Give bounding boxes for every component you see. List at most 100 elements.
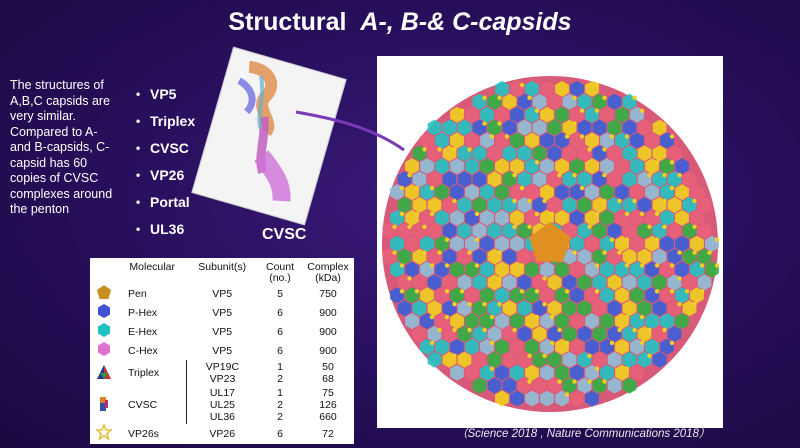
header-subunits: Subunit(s) [198,261,247,273]
bullet-item: • UL36 [136,215,195,242]
subunit-cell-value: VP26 [209,427,236,440]
molecule-name: CVSC [128,399,158,411]
table-row: E-Hex VP5 6 900 [90,322,354,341]
subunit-cell-value: VP19C [205,361,240,373]
complex-cell: 750 [302,284,354,303]
bullet-label: CVSC [150,139,189,156]
bullet-label: VP5 [150,85,177,102]
complex-cell-value: 126 [319,399,337,411]
subunit-cell: VP5 [186,284,258,303]
header-count: Count (no.) [265,261,295,284]
cvsc-structure-image [191,46,347,226]
bullet-item: • VP26 [136,161,195,188]
count-cell-value: 6 [277,427,283,440]
subunit-cell-value: VP5 [212,306,233,319]
hexagon-icon [98,304,110,318]
complex-cell-value: 900 [319,344,337,357]
capsid-structure-image [377,56,723,428]
subunit-cell: VP26 [186,424,258,443]
complex-cell: 900 [302,322,354,341]
bullet-dot-icon: • [136,113,141,128]
subunit-cell-value: UL25 [209,399,235,411]
description-text: The structures of A,B,C capsids are very… [10,78,113,216]
complex-cell-value: 900 [319,325,337,338]
complex-table: Molecular Subunit(s) Count (no.) Complex… [90,258,354,444]
complex-cell-value: 750 [319,287,337,300]
count-cell: 6 [258,303,302,322]
bullet-item: • CVSC [136,134,195,161]
bullet-dot-icon: • [136,221,141,236]
count-cell: 6 [258,341,302,360]
molecule-name: Triplex [128,367,160,379]
count-cell-value: 5 [277,287,283,300]
table-row: VP26s VP26 6 72 [90,422,354,443]
table-row: P-Hex VP5 6 900 [90,303,354,322]
count-cell: 5 [258,284,302,303]
bullet-label: Triplex [150,112,196,129]
molecule-name: C-Hex [128,344,158,357]
count-cell-value: 2 [277,411,283,423]
triangle-icon [97,364,111,379]
molecule-name: Pen [128,287,147,300]
title-italic: A-, B-& C-capsids [360,8,572,36]
bullet-label: UL36 [150,220,185,237]
star-icon [94,422,114,442]
complex-cell-value: 68 [322,373,334,385]
subunit-cell-value: VP5 [212,325,233,338]
bullet-dot-icon: • [136,86,141,101]
molecule-name: P-Hex [128,306,158,319]
bullet-label: VP26 [150,166,185,183]
bullet-list: • VP5 • Triplex • CVSC • VP26 •Portal • UL36 [136,80,195,242]
molecule-name: E-Hex [128,325,158,338]
bullet-dot-icon: • [136,140,141,155]
count-cell: 6 [258,424,302,443]
subunit-cell: VP5 [186,341,258,360]
bullet-item: •Portal [136,188,195,215]
subunit-cell: VP5 [186,322,258,341]
header-molecular: Molecular [129,261,175,273]
complex-cell-value: 50 [322,361,334,373]
table-row: C-Hex VP5 6 900 [90,341,354,360]
complex-cell-value: 72 [322,427,334,440]
count-cell-value: 2 [277,399,283,411]
pentagon-icon [97,285,111,299]
citation: （Science 2018 , Nature Communications 20… [456,428,711,440]
subunit-cell-value: VP5 [212,287,233,300]
complex-cell: 72 [302,424,354,443]
complex-cell: 900 [302,303,354,322]
count-cell-value: 6 [277,325,283,338]
count-cell-value: 1 [277,387,283,399]
count-cell: 6 [258,322,302,341]
hexagon-icon [98,342,110,356]
cvsc-icon [100,396,108,411]
table-row: Pen VP5 5 750 [90,284,354,303]
hexagon-icon [98,323,110,337]
header-complex: Complex (kDa) [307,261,349,284]
count-cell-value: 6 [277,306,283,319]
count-cell-value: 6 [277,344,283,357]
count-cell-value: 1 [277,361,283,373]
bullet-dot-icon: • [136,167,141,182]
subunit-cell: VP5 [186,303,258,322]
molecule-name: VP26s [128,427,159,440]
table-header-row: Molecular Subunit(s) Count (no.) Complex… [90,262,354,284]
complex-cell: 900 [302,341,354,360]
complex-cell-value: 75 [322,387,334,399]
slide-title: Structural A-, B-& C-capsids [0,8,800,37]
subunit-cell-value: VP5 [212,344,233,357]
cvsc-label: CVSC [262,226,307,243]
complex-cell-value: 900 [319,306,337,319]
title-prefix: Structural [228,8,347,36]
bullet-item: • VP5 [136,80,195,107]
subunit-cell-value: UL17 [209,387,235,399]
subunit-cell-value: VP23 [209,373,236,385]
subunit-cell-value: UL36 [209,411,235,423]
